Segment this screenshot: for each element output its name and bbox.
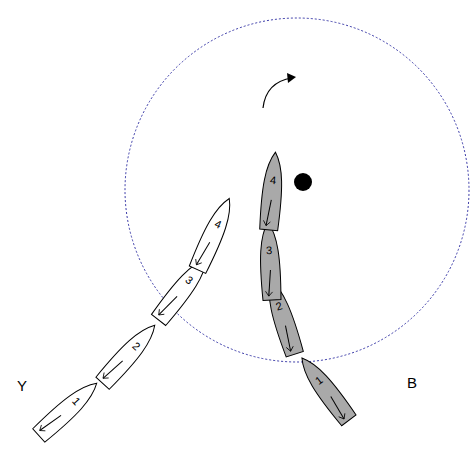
rotation-arrow (263, 78, 292, 108)
boat-letter: Y (17, 378, 27, 393)
yellow-boat-track (32, 195, 238, 443)
rotation-arrowhead (287, 73, 296, 83)
boat-letter: B (407, 375, 417, 390)
blue-boat-track (258, 151, 356, 426)
position-number: 3 (266, 244, 273, 255)
zone-circle (125, 18, 469, 362)
mark (294, 173, 312, 191)
position-number: 4 (270, 174, 277, 185)
